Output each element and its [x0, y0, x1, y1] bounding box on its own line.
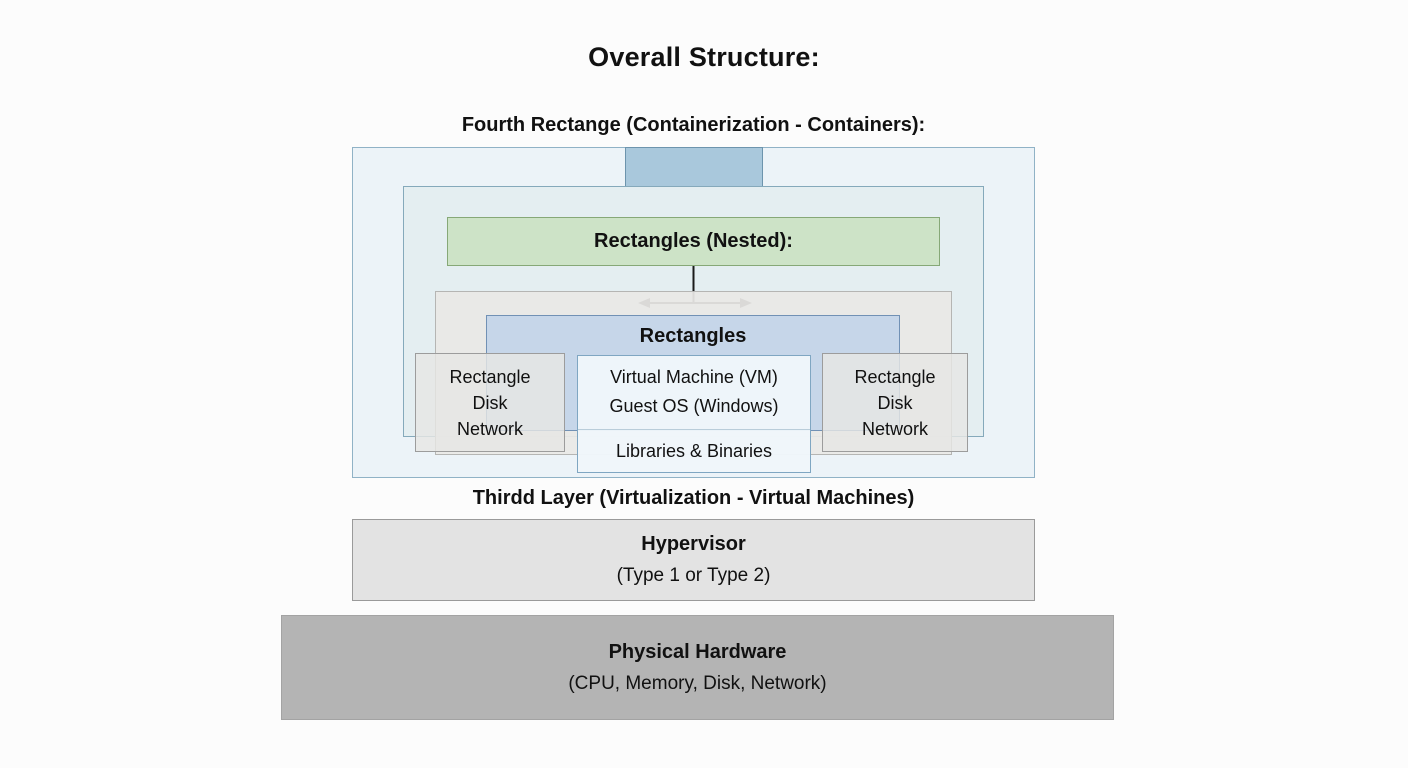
vm-title: Virtual Machine (VM): [610, 367, 778, 387]
disk-network-box-left: Rectangle Disk Network: [415, 353, 565, 452]
vm-divider: [578, 429, 810, 430]
virtual-machine-box: Virtual Machine (VM) Guest OS (Windows) …: [577, 355, 811, 473]
nested-rectangles-box: Rectangles (Nested):: [447, 217, 940, 266]
hardware-title: Physical Hardware: [608, 640, 787, 663]
hardware-subtitle: (CPU, Memory, Disk, Network): [568, 672, 827, 694]
fourth-rectangle-label: Fourth Rectange (Containerization - Cont…: [461, 114, 926, 136]
box-line: Network: [456, 418, 523, 439]
hypervisor-title: Hypervisor: [641, 533, 746, 555]
box-line: Disk: [877, 392, 913, 413]
hypervisor-box: Hypervisor (Type 1 or Type 2): [352, 519, 1035, 601]
rectangles-label: Rectangles: [639, 325, 747, 347]
hypervisor-subtitle: (Type 1 or Type 2): [616, 565, 771, 586]
box-line: Rectangle: [854, 366, 936, 387]
nested-rectangles-label: Rectangles (Nested):: [594, 230, 793, 252]
physical-hardware-box: Physical Hardware (CPU, Memory, Disk, Ne…: [281, 615, 1114, 720]
disk-network-box-right: Rectangle Disk Network: [822, 353, 968, 452]
box-line: Network: [861, 418, 928, 439]
third-layer-label: Thirdd Layer (Virtualization - Virtual M…: [472, 487, 915, 509]
vm-libraries: Libraries & Binaries: [615, 441, 773, 461]
vm-guest-os: Guest OS (Windows): [609, 396, 779, 416]
page-title: Overall Structure:: [588, 42, 820, 72]
box-line: Rectangle: [449, 366, 531, 387]
box-line: Disk: [472, 392, 508, 413]
